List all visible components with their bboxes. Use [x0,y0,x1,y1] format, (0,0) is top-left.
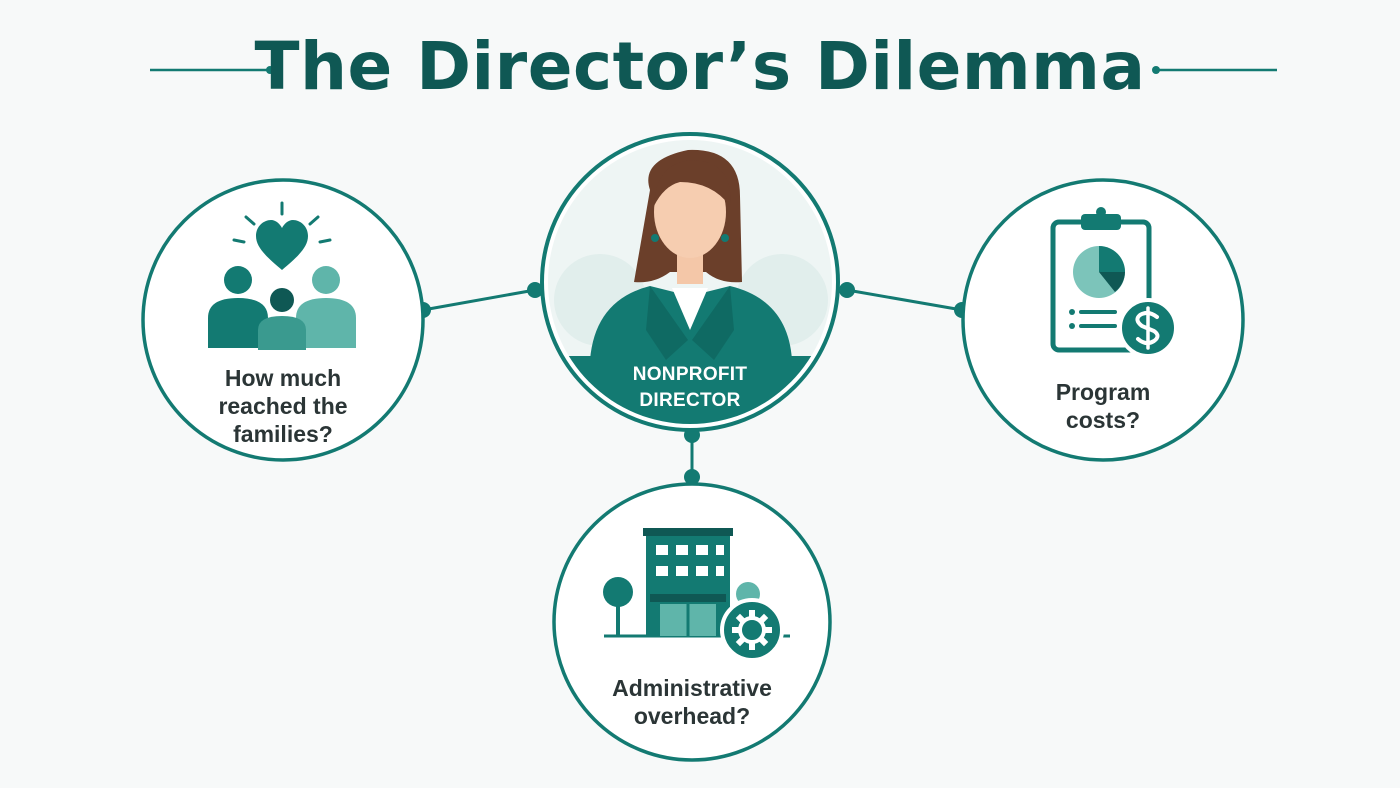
director-label: NONPROFIT DIRECTOR [600,362,780,414]
admin-label-line-1: Administrative [612,675,772,701]
clipboard-chart-dollar-icon [1050,207,1178,358]
title-decoration [150,66,1277,74]
connector-program [846,288,963,312]
family-heart-icon [208,201,356,350]
node-program [961,178,1245,462]
node-admin [552,482,832,762]
director-label-line-1: NONPROFIT [632,364,748,385]
connector-families [422,288,536,312]
page-title: The Director’s Dilemma [254,28,1146,105]
node-families [141,178,425,462]
director-label-line-2: DIRECTOR [639,390,741,411]
families-label-line-1: How much [224,365,342,391]
families-label-line-2: reached the [218,393,348,419]
node-director [540,132,840,432]
families-label-line-3: families? [233,421,333,447]
program-label: Program costs? [1003,378,1203,434]
program-label-line-2: costs? [1065,407,1141,433]
admin-label: Administrative overhead? [577,674,807,730]
building-gear-icon [603,528,790,662]
admin-label-line-2: overhead? [633,703,751,729]
program-label-line-1: Program [1055,379,1151,405]
director-avatar [548,140,832,424]
families-label: How much reached the families? [183,364,383,448]
